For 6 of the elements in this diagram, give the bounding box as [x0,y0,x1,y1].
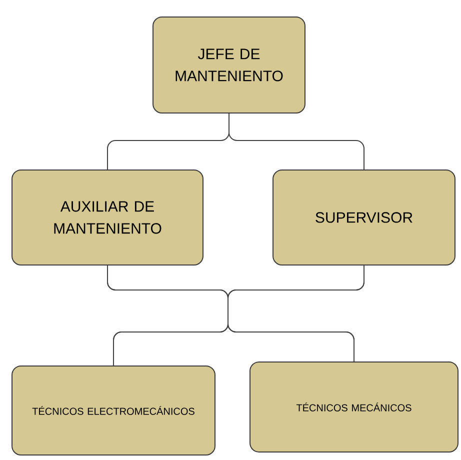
org-box: SUPERVISOR [272,170,456,266]
org-box: TÉCNICOS MECÁNICOS [250,362,458,452]
org-box: JEFE DE MANTENIENTO [152,16,306,114]
connector-line [228,113,364,170]
org-box: AUXILIAR DE MANTENIENTO [12,170,204,266]
org-box: TÉCNICOS ELECTROMECÁNICOS [12,366,216,456]
